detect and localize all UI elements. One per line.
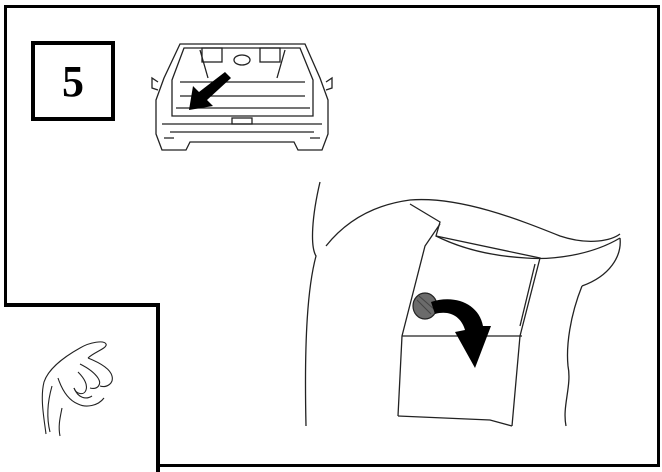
suv-rear-open-tailgate-icon xyxy=(150,38,335,156)
step-number: 5 xyxy=(62,56,84,107)
rotate-arrow-icon xyxy=(425,292,495,372)
locator-arrow-icon xyxy=(185,66,235,116)
step-number-box: 5 xyxy=(31,41,115,121)
hand-turning-icon xyxy=(28,338,118,438)
